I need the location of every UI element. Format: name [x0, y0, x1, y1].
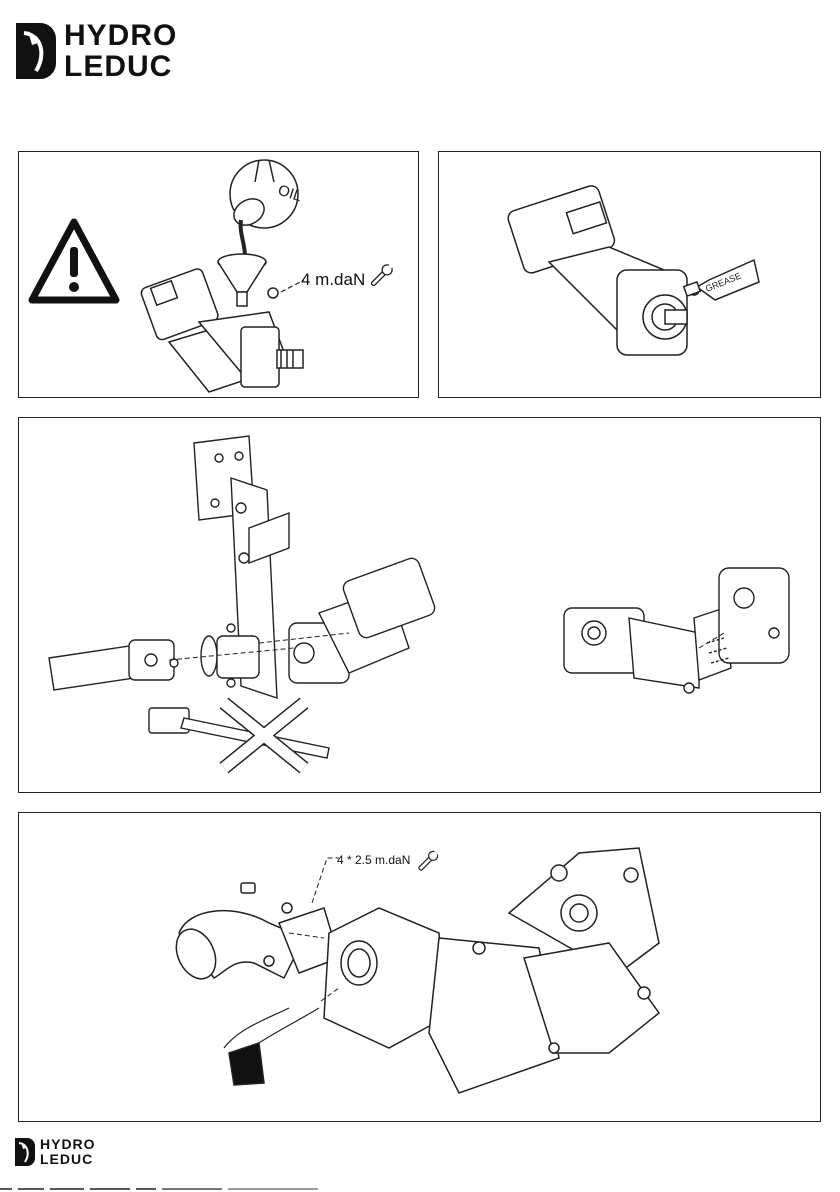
torque-label-suction-flange: 4 * 2.5 m.daN [337, 853, 410, 867]
grease-shaft-illustration: GREASE [439, 152, 822, 399]
suction-port-illustration [19, 813, 822, 1123]
hydro-leduc-emblem-icon [14, 1136, 36, 1168]
cardan-shaft [49, 646, 134, 690]
funnel-icon [218, 254, 266, 306]
hydro-leduc-emblem-icon [14, 21, 58, 81]
gearbox-illustration [719, 568, 789, 663]
panel-mounting [18, 417, 821, 793]
panel-fill-oil: OIL 4 m.daN [18, 151, 419, 398]
brand-name-line1: HYDRO [64, 20, 177, 51]
pump-illustration [140, 267, 303, 392]
footer-brand-name-line2: LEDUC [40, 1152, 96, 1167]
wrench-icon [369, 262, 395, 288]
panel-grease-shaft: GREASE [438, 151, 821, 398]
footer-brand-name-line1: HYDRO [40, 1137, 96, 1152]
torque-label-drain-plug: 4 m.daN [301, 270, 365, 290]
mounting-illustration [19, 418, 822, 794]
footer-text-strip [0, 1186, 340, 1192]
grease-tube-icon: GREASE [684, 260, 759, 300]
oil-can-icon [229, 1043, 264, 1085]
brand-name-line2: LEDUC [64, 51, 177, 82]
warning-triangle-icon [32, 222, 116, 300]
pump-body-front [324, 908, 444, 1048]
brand-logo-footer: HYDRO LEDUC [14, 1136, 96, 1168]
oil-can-icon: OIL [229, 160, 304, 230]
wrench-icon [417, 849, 440, 872]
panel-suction-port: 4 * 2.5 m.daN [18, 812, 821, 1122]
pump-illustration [506, 184, 699, 355]
brand-logo: HYDRO LEDUC [14, 20, 177, 82]
